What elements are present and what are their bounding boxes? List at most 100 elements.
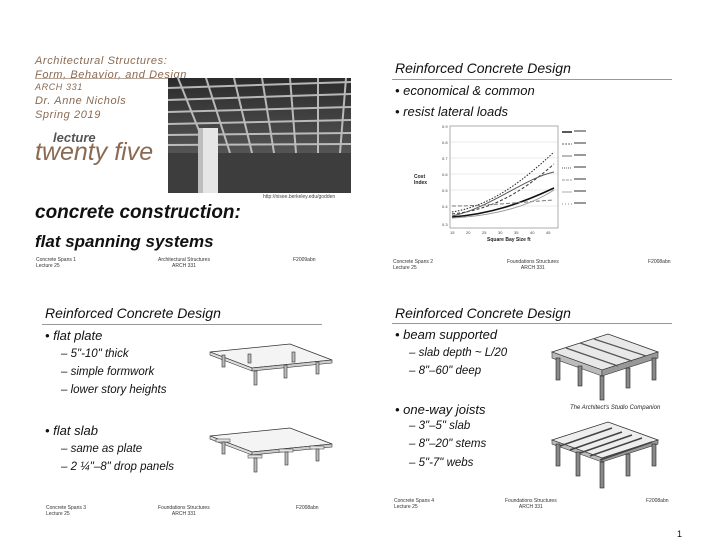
svg-text:0.7: 0.7 (442, 156, 448, 161)
sub-bullet: – 8"–60" deep (409, 365, 482, 377)
semester: Spring 2019 (35, 109, 101, 121)
title-rule (392, 79, 672, 80)
footer-course-name: Foundations Structures (505, 498, 557, 504)
flat-slab-sketch (209, 427, 333, 473)
page-number: 1 (677, 529, 683, 539)
footer-slide-label: Concrete Spans 3 (46, 505, 87, 511)
sub-bullet-text: 8"–20" stems (418, 438, 487, 450)
bullet-text: flat slab (53, 423, 98, 438)
sub-bullet-text: 5"-10" thick (70, 348, 129, 360)
footer-course-name: Foundations Structures (158, 505, 210, 511)
svg-text:0.8: 0.8 (442, 140, 448, 145)
lecture-title: concrete construction: (35, 202, 241, 223)
sub-bullet: – 5"-10" thick (61, 348, 129, 360)
footer-lecture-label: Lecture 25 (46, 511, 70, 517)
sub-bullet-text: 5"-7" webs (418, 457, 474, 469)
sub-bullet-text: slab depth ~ L/20 (418, 347, 508, 359)
sub-bullet: – slab depth ~ L/20 (409, 347, 508, 359)
svg-text:35: 35 (514, 230, 519, 235)
course-title-line: Architectural Structures: (35, 55, 168, 67)
bullet-item: • flat plate (45, 328, 103, 343)
bullet-text: economical & common (403, 83, 535, 98)
svg-text:20: 20 (466, 230, 471, 235)
svg-text:0.4: 0.4 (442, 204, 448, 209)
footer-right: F2009abn (293, 257, 316, 263)
bullet-text: beam supported (403, 327, 498, 342)
lecture-subtitle: flat spanning systems (35, 232, 214, 251)
sub-bullet: – same as plate (61, 443, 143, 455)
footer-slide-label: Concrete Spans 1 (36, 257, 77, 263)
one-way-joist-sketch (550, 421, 660, 489)
lecture-number: twenty five (35, 138, 154, 166)
cost-index-chart: 0.9 0.8 0.7 0.6 0.5 0.4 0.3 15 20 25 30 35 40 45 (442, 124, 586, 235)
svg-text:40: 40 (530, 230, 535, 235)
svg-text:0.5: 0.5 (442, 188, 448, 193)
footer-slide-label: Concrete Spans 4 (394, 498, 435, 504)
sub-bullet-text: lower story heights (70, 384, 167, 396)
sub-bullet: – 5"-7" webs (409, 457, 474, 469)
svg-text:0.9: 0.9 (442, 124, 448, 129)
footer-course-code: ARCH 331 (171, 511, 196, 517)
bullet-text: resist lateral loads (403, 104, 508, 119)
bullet-item: • flat slab (45, 423, 98, 438)
footer-left: Concrete Spans 2 Lecture 25 (393, 259, 433, 271)
bullet-item: • one-way joists (395, 402, 486, 417)
beam-supported-sketch (550, 333, 660, 401)
course-code: ARCH 331 (35, 82, 83, 92)
footer-lecture-label: Lecture 25 (36, 263, 60, 269)
lecture-label: lecture (53, 130, 96, 145)
footer-mid: Foundations Structures ARCH 331 (158, 505, 210, 517)
svg-text:15: 15 (450, 230, 455, 235)
title-rule (42, 324, 322, 325)
footer-slide-label: Concrete Spans 2 (393, 259, 434, 265)
waffle-slab-photo (168, 78, 351, 193)
footer-course-name: Architectural Structures (158, 257, 210, 263)
footer-left: Concrete Spans 3 Lecture 25 (46, 505, 86, 517)
sub-bullet-text: 3"–5" slab (418, 420, 471, 432)
sub-bullet: – simple formwork (61, 366, 155, 378)
course-subtitle-line: Form, Behavior, and Design (35, 69, 187, 81)
footer-course-name: Foundations Structures (507, 259, 559, 265)
bullet-item: • economical & common (395, 83, 535, 98)
footer-left: Concrete Spans 1 Lecture 25 (36, 257, 76, 269)
footer-lecture-label: Lecture 25 (394, 504, 418, 510)
bullet-item: • beam supported (395, 327, 498, 342)
footer-right: F2008abn (296, 505, 319, 511)
chart-y-caption: Cost Index (414, 174, 428, 186)
bullet-item: • resist lateral loads (395, 104, 508, 119)
sub-bullet: – 8"–20" stems (409, 438, 487, 450)
footer-mid: Foundations Structures ARCH 331 (505, 498, 557, 510)
footer-course-code: ARCH 331 (518, 504, 543, 510)
sub-bullet: – 2 ¼"–8" drop panels (61, 461, 175, 473)
sub-bullet: – 3"–5" slab (409, 420, 471, 432)
footer-right: F2008abn (646, 498, 669, 504)
svg-text:25: 25 (482, 230, 487, 235)
sub-bullet-text: same as plate (70, 443, 143, 455)
svg-text:30: 30 (498, 230, 503, 235)
slide-title: Reinforced Concrete Design (45, 305, 221, 321)
flat-plate-sketch (209, 343, 333, 386)
svg-text:0.6: 0.6 (442, 172, 448, 177)
footer-course-code: ARCH 331 (172, 263, 196, 269)
footer-lecture-label: Lecture 25 (393, 265, 417, 271)
slide-title: Reinforced Concrete Design (395, 305, 571, 321)
footer-mid: Foundations Structures ARCH 331 (507, 259, 559, 271)
footer-right: F2008abn (648, 259, 671, 265)
sub-bullet-text: 8"–60" deep (418, 365, 482, 377)
footer-course-code: ARCH 331 (520, 265, 545, 271)
chart-x-caption: Square Bay Size ft (487, 237, 531, 243)
title-rule (392, 323, 672, 324)
footer-mid: Architectural Structures ARCH 331 (158, 257, 210, 269)
bullet-text: flat plate (53, 328, 103, 343)
sub-bullet: – lower story heights (61, 384, 167, 396)
sub-bullet-text: simple formwork (70, 366, 155, 378)
instructor-name: Dr. Anne Nichols (35, 95, 127, 107)
footer-left: Concrete Spans 4 Lecture 25 (394, 498, 434, 510)
svg-text:0.3: 0.3 (442, 222, 448, 227)
image-credit: The Architect's Studio Companion (570, 405, 661, 411)
sub-bullet-text: 2 ¼"–8" drop panels (70, 461, 175, 473)
slide-title: Reinforced Concrete Design (395, 60, 571, 76)
photo-credit: http://nisee.berkeley.edu/godden (263, 194, 336, 200)
bullet-text: one-way joists (403, 402, 486, 417)
svg-text:45: 45 (546, 230, 551, 235)
